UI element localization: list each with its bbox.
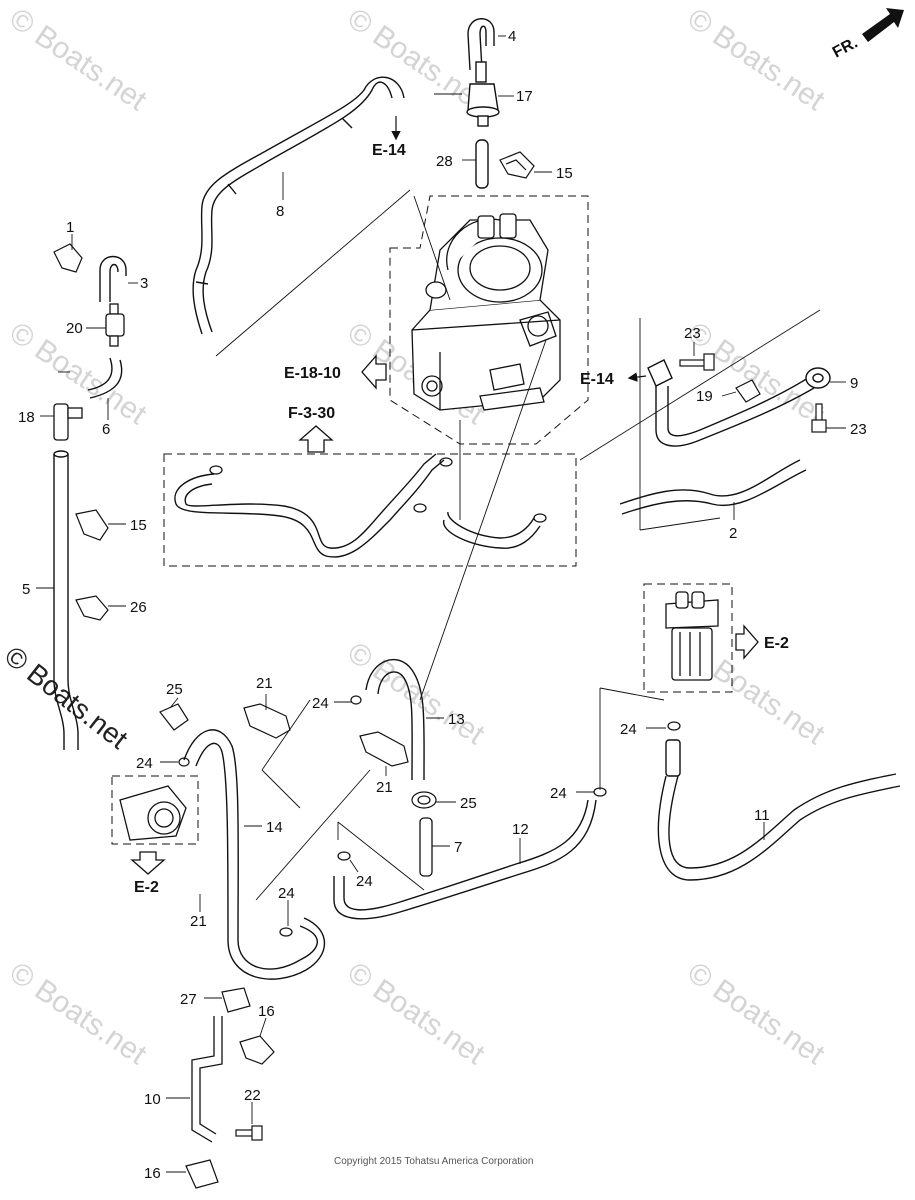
hose-4 [467,18,495,71]
clip-15-left [75,509,109,541]
callout-24-b: 24 [136,755,153,772]
callout-1: 1 [66,219,74,236]
callout-15-left: 15 [130,517,147,534]
ref-e2-left: E-2 [134,879,159,896]
callout-24-e: 24 [356,873,373,890]
front-direction-arrow: FR. [830,8,904,62]
dashed-box-filter [643,583,733,693]
callout-23-right: 23 [850,421,867,438]
callout-17: 17 [516,88,533,105]
callout-8: 8 [276,203,284,220]
callout-12: 12 [512,821,529,838]
callout-5: 5 [22,581,30,598]
callout-18: 18 [18,409,35,426]
callout-6: 6 [102,421,110,438]
callout-23-top: 23 [684,325,701,342]
hose-f3-30 [174,453,541,558]
arrow-e2-left [130,851,166,875]
callout-21-c: 21 [190,913,207,930]
bracket-10 [191,1016,223,1143]
dashed-box-f3-30 [163,453,577,567]
clip-1 [53,243,83,273]
fuel-filter-assembly [665,591,719,681]
ref-f3-30: F-3-30 [288,405,335,422]
callout-9: 9 [850,375,858,392]
callout-19: 19 [696,388,713,405]
callout-7: 7 [454,839,462,856]
hose-6 [87,357,123,399]
ref-e18-10: E-18-10 [284,365,341,382]
arrow-e2-right [735,624,759,660]
ref-e2-right: E-2 [764,635,789,652]
callout-25-a: 25 [166,681,183,698]
carburetor-assembly [411,213,561,411]
hose-5 [53,450,79,750]
clip-27 [221,987,251,1013]
callout-16-bottom: 16 [144,1165,161,1182]
clip-16-top [239,1035,275,1065]
callout-28: 28 [436,153,453,170]
hose-9 [647,359,831,447]
pipe-28 [475,139,489,189]
filter-20 [105,303,125,347]
hose-13 [365,659,425,781]
clip-21-a [243,703,291,739]
clip-21-b [359,731,409,767]
callout-10: 10 [144,1091,161,1108]
bolt-23-right [811,403,827,433]
direction-label: FR. [830,34,861,61]
callout-25-b: 25 [460,795,477,812]
callout-2: 2 [729,525,737,542]
clip-25-a [159,703,189,731]
callout-24-a: 24 [312,695,329,712]
clip-16-bottom [185,1159,219,1189]
hose-12 [333,799,597,920]
clip-15-top [499,151,535,179]
callout-20: 20 [66,320,83,337]
fuel-pump-assembly [119,785,187,841]
callout-15-top: 15 [556,165,573,182]
carb-dashed-boundary [389,195,589,445]
callout-3: 3 [140,275,148,292]
ref-e14-top: E-14 [372,142,406,159]
bolt-23-top [679,353,715,371]
ref-e14-right: E-14 [580,371,614,388]
arrow-e18-10 [361,354,387,390]
callout-22: 22 [244,1087,261,1104]
callout-16-top: 16 [258,1003,275,1020]
hose-8 [192,76,405,335]
callout-24-f: 24 [278,885,295,902]
arrow-f3-30 [298,425,334,453]
callout-21-b: 21 [376,779,393,796]
callout-21-a: 21 [256,675,273,692]
copyright-text: Copyright 2015 Tohatsu America Corporati… [334,1156,534,1167]
clamps-f3-30 [209,457,547,523]
clip-26 [75,595,109,621]
clip-19 [735,379,761,403]
bolt-22 [235,1125,263,1141]
callout-26: 26 [130,599,147,616]
hose-14 [183,729,326,980]
callout-14: 14 [266,819,283,836]
callout-leaders [36,35,846,1173]
pipe-7 [419,817,433,877]
callout-27: 27 [180,991,197,1008]
hose-3 [99,255,127,302]
callout-13: 13 [448,711,465,728]
clamps-24 [178,695,681,937]
callout-24-d: 24 [620,721,637,738]
hose-2 [619,459,807,515]
joint-18 [53,403,83,441]
arrow-e14-right [627,372,647,382]
leader-lines [58,93,821,901]
clamp-25-b [411,791,437,809]
dashed-box-pump [111,775,199,845]
callout-4: 4 [508,28,516,45]
fuel-filter-17 [466,61,500,127]
callout-11: 11 [754,807,770,824]
callout-24-c: 24 [550,785,567,802]
hose-11 [657,739,901,881]
